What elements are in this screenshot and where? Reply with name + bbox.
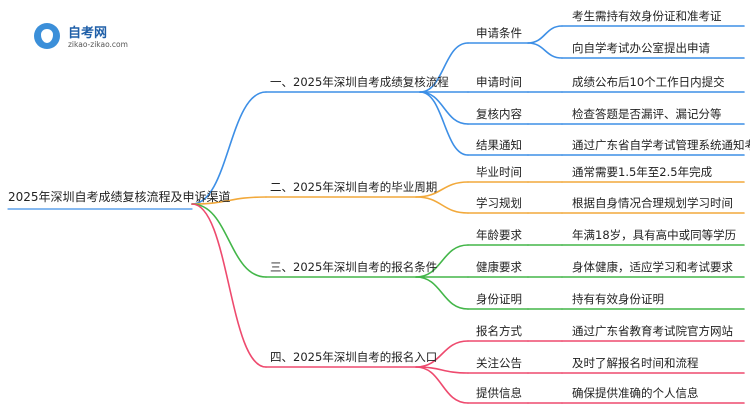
item-label: 报名方式 [476, 324, 522, 338]
item-label: 年龄要求 [476, 228, 522, 242]
item-label: 申请时间 [476, 75, 522, 89]
item-label: 复核内容 [476, 107, 522, 121]
edge-branch-to-item [415, 181, 469, 198]
logo-name: 自考网 [68, 26, 108, 41]
leaf-label: 通过广东省自学考试管理系统通知考生 [572, 138, 750, 152]
branch-label: 二、2025年深圳自考的毕业周期 [270, 180, 438, 194]
edge-branch-to-item [419, 91, 469, 125]
edge-item-to-leaf [527, 42, 563, 59]
edge-branch-to-item [415, 196, 469, 214]
item-label: 健康要求 [476, 260, 522, 274]
site-logo: 自考网 zikao-zikao.com [28, 20, 178, 60]
logo-url: zikao-zikao.com [68, 40, 128, 49]
branch-label: 四、2025年深圳自考的报名入口 [270, 350, 438, 364]
leaf-label: 确保提供准确的个人信息 [572, 386, 699, 400]
leaf-label: 向自学考试办公室提出申请 [572, 41, 710, 55]
edge-item-to-leaf [527, 25, 563, 44]
leaf-label: 身体健康，适应学习和考试要求 [572, 260, 733, 274]
leaf-label: 检查答题是否漏评、漏记分等 [572, 107, 722, 121]
leaf-label: 成绩公布后10个工作日内提交 [572, 75, 725, 89]
edge-branch-to-item [419, 91, 469, 156]
graduation-cap-icon [34, 23, 60, 49]
branch-label: 一、2025年深圳自考成绩复核流程 [270, 75, 449, 89]
leaf-label: 根据自身情况合理规划学习时间 [572, 196, 733, 210]
edge-root-to-branch [191, 203, 267, 368]
item-label: 关注公告 [476, 356, 522, 370]
item-label: 学习规划 [476, 196, 522, 210]
edge-branch-to-item [415, 340, 469, 368]
item-label: 提供信息 [476, 386, 522, 400]
edge-root-to-branch [191, 196, 267, 205]
edge-branch-to-item [415, 366, 469, 404]
root-node-label: 2025年深圳自考成绩复核流程及申诉渠道 [8, 190, 231, 204]
leaf-label: 考生需持有效身份证和准考证 [572, 9, 722, 23]
item-label: 毕业时间 [476, 165, 522, 179]
edge-branch-to-item [415, 276, 469, 310]
leaf-label: 及时了解报名时间和流程 [572, 356, 699, 370]
edge-root-to-branch [191, 91, 267, 205]
edge-root-to-branch [191, 203, 267, 278]
item-label: 结果通知 [476, 138, 522, 152]
edge-branch-to-item [419, 42, 469, 93]
leaf-label: 年满18岁，具有高中或同等学历 [572, 228, 737, 242]
leaf-label: 通过广东省教育考试院官方网站 [572, 324, 733, 338]
item-label: 申请条件 [476, 26, 522, 40]
leaf-label: 通常需要1.5年至2.5年完成 [572, 165, 713, 179]
item-label: 身份证明 [476, 292, 522, 306]
branch-label: 三、2025年深圳自考的报名条件 [270, 260, 438, 274]
leaf-label: 持有有效身份证明 [572, 292, 664, 306]
edge-branch-to-item [415, 244, 469, 278]
mindmap-edges [7, 25, 745, 404]
